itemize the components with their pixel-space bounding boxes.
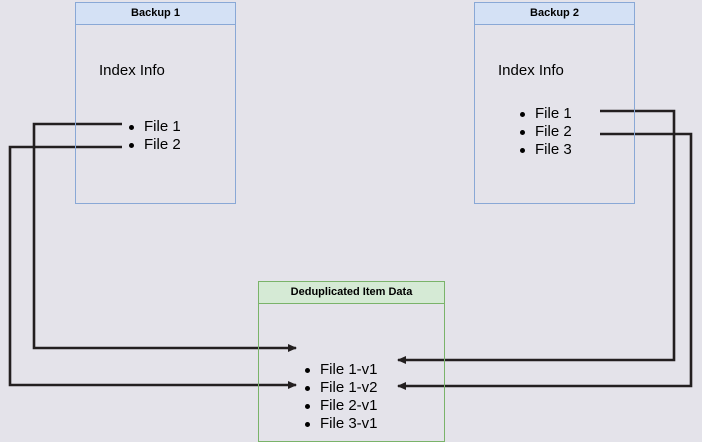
backup-1-body: Index Info File 1 File 2 xyxy=(76,25,235,204)
backup-2-index-info-label: Index Info xyxy=(498,62,564,79)
connector-b1-file2-to-dedup-file2v1 xyxy=(8,145,297,389)
backup-1-box[interactable]: Backup 1 Index Info File 1 File 2 xyxy=(75,2,236,204)
deduplicated-item-data-header: Deduplicated Item Data xyxy=(259,282,444,304)
list-item[interactable]: File 1-v1 xyxy=(304,361,378,379)
list-item[interactable]: File 2-v1 xyxy=(304,397,378,415)
backup-2-header: Backup 2 xyxy=(475,3,634,25)
connector-b2-file2-to-dedup-file2v1 xyxy=(397,132,693,390)
backup-2-file-list: File 1 File 2 File 3 xyxy=(519,105,572,159)
list-item[interactable]: File 1 xyxy=(128,118,181,136)
backup-1-header: Backup 1 xyxy=(76,3,235,25)
backup-1-file-list: File 1 File 2 xyxy=(128,118,181,154)
list-item[interactable]: File 1-v2 xyxy=(304,379,378,397)
deduplicated-item-data-body: File 1-v1 File 1-v2 File 2-v1 File 3-v1 xyxy=(259,304,444,442)
list-item[interactable]: File 3-v1 xyxy=(304,415,378,433)
deduplicated-item-data-box[interactable]: Deduplicated Item Data File 1-v1 File 1-… xyxy=(258,281,445,442)
backup-2-box[interactable]: Backup 2 Index Info File 1 File 2 File 3 xyxy=(474,2,635,204)
list-item[interactable]: File 1 xyxy=(519,105,572,123)
dedup-file-list: File 1-v1 File 1-v2 File 2-v1 File 3-v1 xyxy=(304,361,378,433)
list-item[interactable]: File 2 xyxy=(128,136,181,154)
list-item[interactable]: File 3 xyxy=(519,141,572,159)
connector-b1-file1-to-dedup-file1v1 xyxy=(32,122,297,352)
connector-b2-file1-to-dedup-file1v2 xyxy=(397,109,676,364)
backup-2-body: Index Info File 1 File 2 File 3 xyxy=(475,25,634,204)
backup-1-index-info-label: Index Info xyxy=(99,62,165,79)
list-item[interactable]: File 2 xyxy=(519,123,572,141)
